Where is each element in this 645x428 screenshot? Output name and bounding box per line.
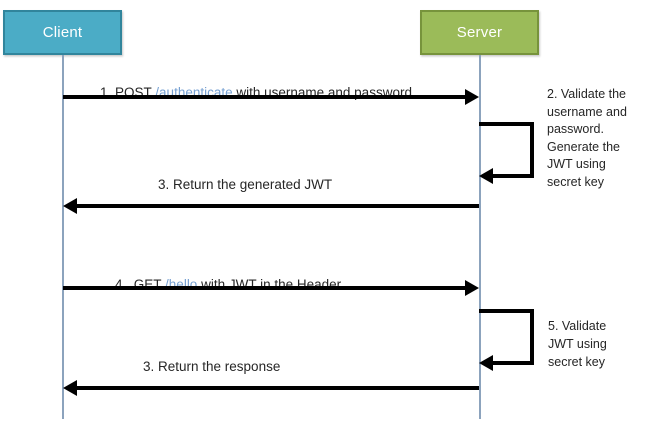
message-2-label: 3. Return the generated JWT — [158, 177, 333, 192]
message-2-arrow-left — [63, 198, 479, 214]
note-validate-jwt: 5. Validate JWT using secret key — [548, 319, 607, 369]
self-loop-2-bottom — [493, 361, 534, 365]
self-loop-2-right — [530, 309, 534, 365]
arrowhead-right-icon — [465, 280, 479, 296]
message-3-arrow-right — [63, 280, 479, 296]
arrow-shaft — [77, 386, 479, 390]
self-loop-2-top — [479, 309, 534, 313]
arrowhead-right-icon — [465, 89, 479, 105]
message-4-arrow-left — [63, 380, 479, 396]
self-loop-1-bottom — [493, 174, 534, 178]
message-1-arrow-right — [63, 89, 479, 105]
actor-box-client: Client — [3, 10, 122, 55]
arrow-shaft — [77, 204, 479, 208]
actor-label-server: Server — [456, 24, 503, 41]
actor-box-server: Server — [420, 10, 539, 55]
message-4-label: 3. Return the response — [143, 359, 281, 374]
lifeline-client — [62, 55, 64, 419]
arrowhead-left-icon — [63, 380, 77, 396]
actor-label-client: Client — [42, 24, 83, 41]
lifeline-server — [479, 55, 481, 419]
arrow-shaft — [63, 286, 465, 290]
arrowhead-left-icon — [63, 198, 77, 214]
arrowhead-left-icon — [479, 355, 493, 371]
arrow-shaft — [63, 95, 465, 99]
self-loop-1-right — [530, 122, 534, 178]
self-loop-1-top — [479, 122, 534, 126]
arrowhead-left-icon — [479, 168, 493, 184]
note-validate-credentials: 2. Validate the username and password. G… — [547, 87, 627, 189]
